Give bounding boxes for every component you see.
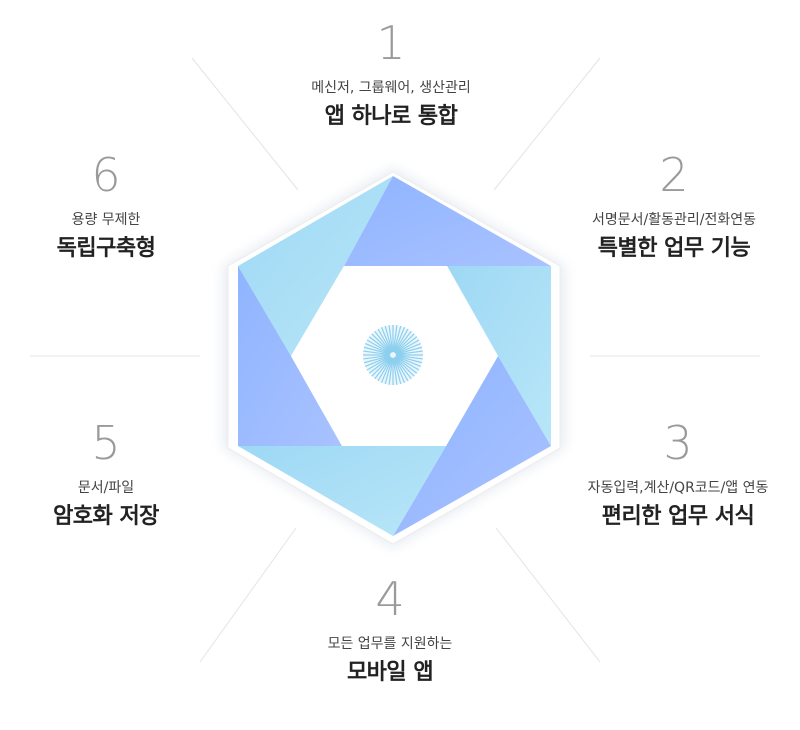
- feature-2: 2 서명문서/활동관리/전화연동 특별한 업무 기능: [544, 150, 800, 264]
- feature-subtitle: 서명문서/활동관리/전화연동: [592, 212, 756, 228]
- feature-subtitle: 모든 업무를 지원하는: [327, 636, 453, 652]
- feature-number: 2: [659, 148, 689, 202]
- feature-subtitle: 용량 무제한: [71, 212, 141, 228]
- center-starburst-icon: [363, 325, 423, 385]
- feature-5: 5 문서/파일 암호화 저장: [0, 418, 236, 532]
- feature-title: 편리한 업무 서식: [601, 504, 755, 529]
- feature-4: 4 모든 업무를 지원하는 모바일 앱: [260, 574, 520, 688]
- feature-title: 모바일 앱: [346, 660, 434, 685]
- feature-number: 1: [376, 16, 406, 70]
- feature-number: 6: [91, 148, 121, 202]
- feature-title: 암호화 저장: [53, 504, 159, 529]
- feature-number: 5: [91, 416, 121, 470]
- feature-subtitle: 자동입력,계산/QR코드/앱 연동: [587, 480, 769, 496]
- aperture-blades: [238, 176, 551, 536]
- feature-subtitle: 메신저, 그룹웨어, 생산관리: [311, 80, 471, 96]
- divider-lines: [30, 57, 760, 663]
- feature-title: 독립구축형: [56, 236, 156, 261]
- feature-1: 1 메신저, 그룹웨어, 생산관리 앱 하나로 통합: [261, 18, 521, 132]
- feature-number: 4: [375, 572, 405, 626]
- feature-6: 6 용량 무제한 독립구축형: [0, 150, 236, 264]
- feature-title: 특별한 업무 기능: [597, 236, 751, 261]
- feature-subtitle: 문서/파일: [77, 480, 135, 496]
- feature-3: 3 자동입력,계산/QR코드/앱 연동 편리한 업무 서식: [548, 418, 800, 532]
- feature-number: 3: [663, 416, 693, 470]
- feature-title: 앱 하나로 통합: [324, 104, 458, 129]
